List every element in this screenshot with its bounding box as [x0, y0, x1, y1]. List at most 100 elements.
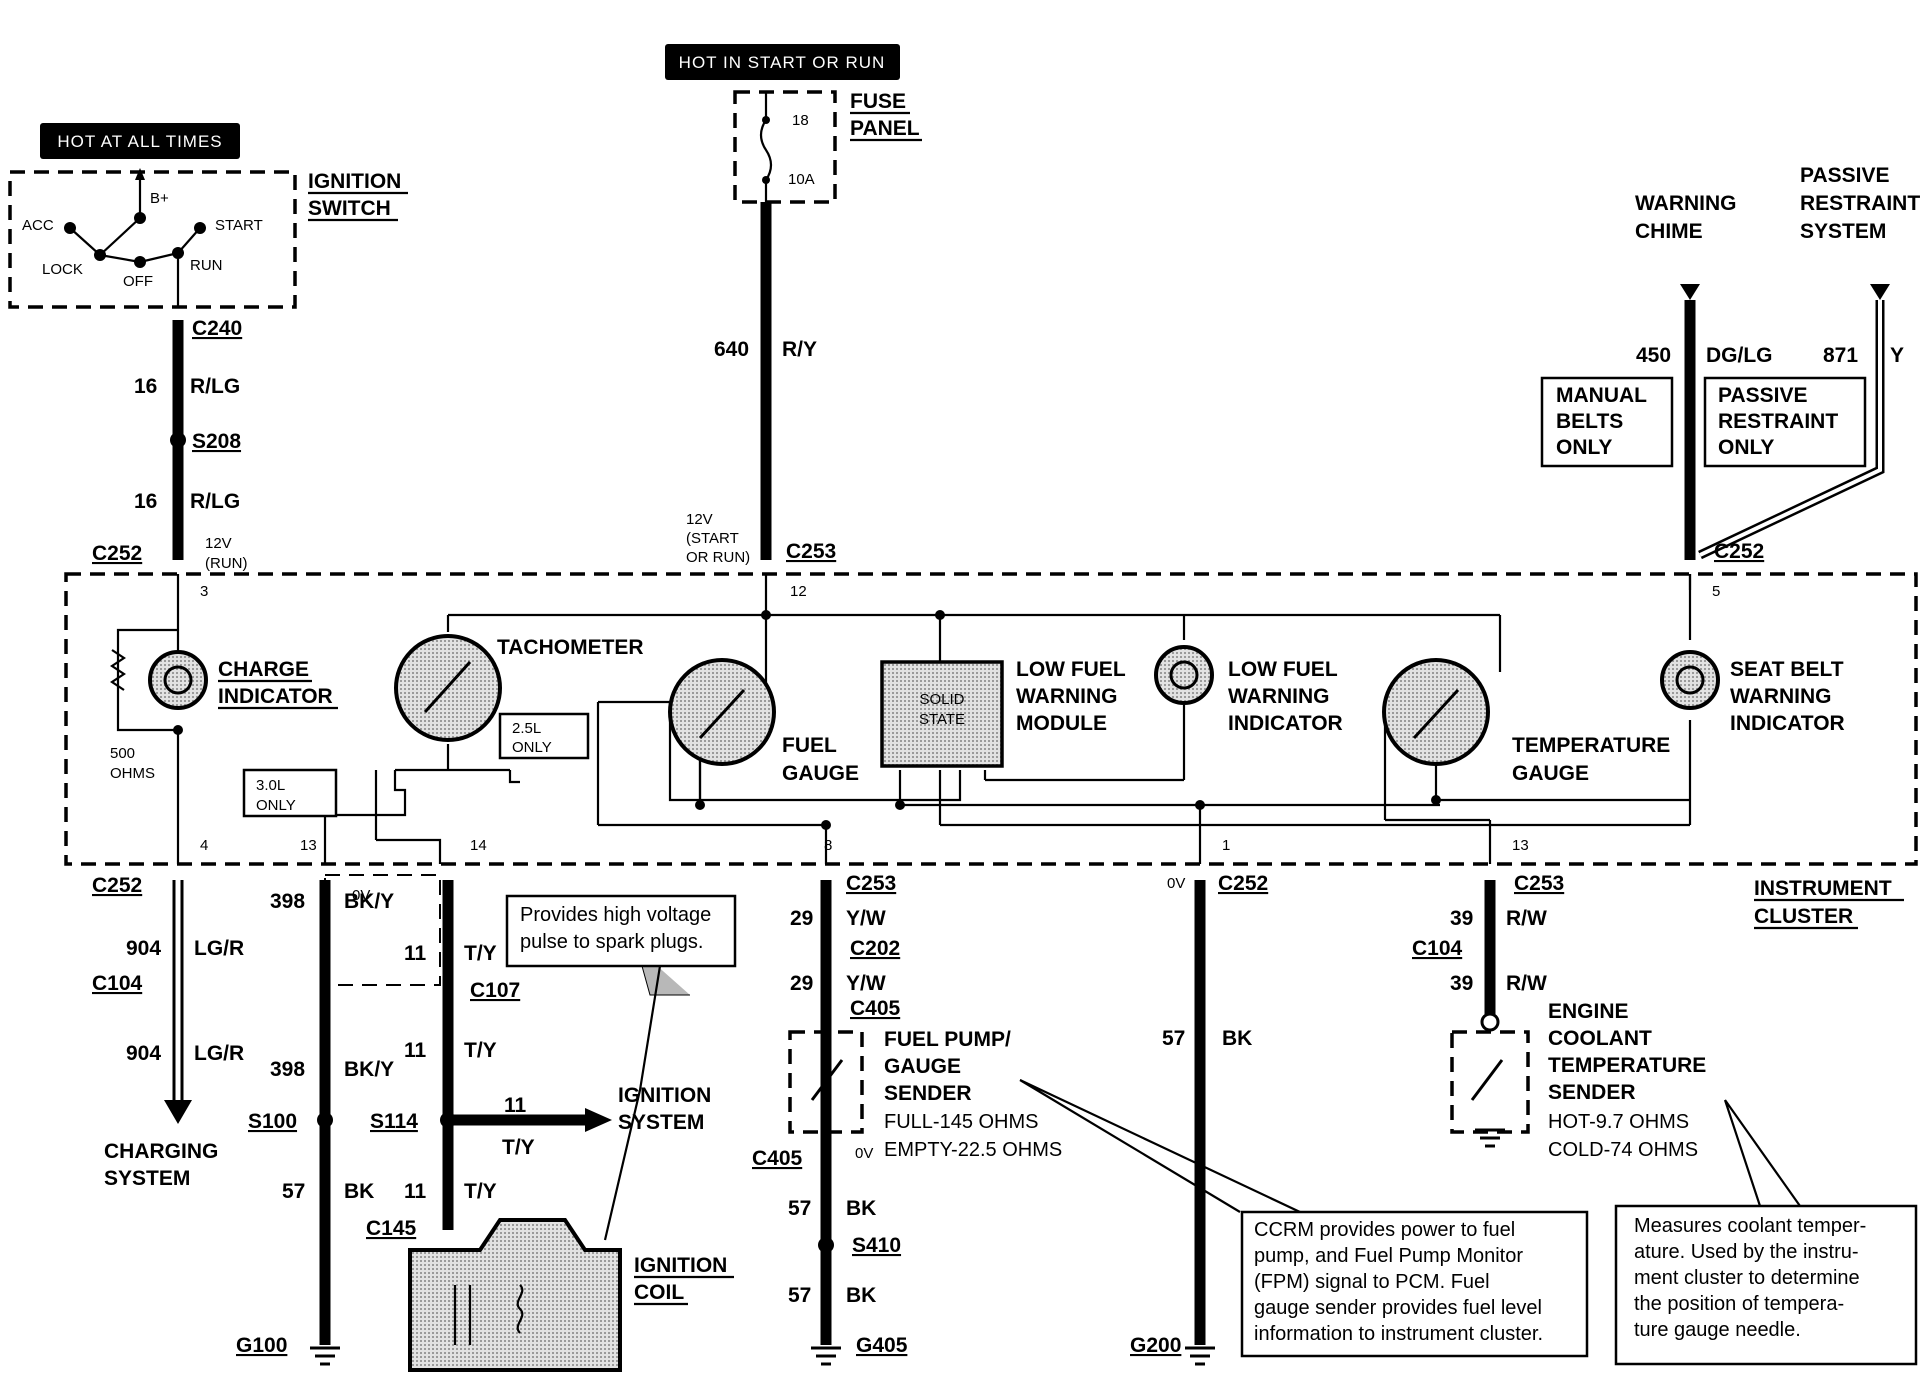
coolant-note-line-1: Measures coolant temper- [1634, 1215, 1866, 1237]
only-30l-2: ONLY [256, 797, 296, 814]
lowfuel-indicator-3: INDICATOR [1228, 712, 1343, 735]
chime-terminal-icon [1680, 284, 1700, 300]
ground-g200: G200 [1130, 1334, 1181, 1357]
charging-system-label-2: SYSTEM [104, 1167, 190, 1190]
ground-g405: G405 [856, 1334, 908, 1357]
zero-v-398: 0V [352, 887, 370, 904]
switch-off-label: OFF [123, 273, 153, 290]
fuse-number: 18 [792, 112, 809, 129]
terminal-icon [1480, 1012, 1500, 1032]
circuit-398-b: 398 [270, 1058, 305, 1081]
wire-color-ty-b: T/Y [464, 1039, 497, 1062]
switch-run-label: RUN [190, 257, 223, 274]
seatbelt-label-1: SEAT BELT [1730, 658, 1844, 681]
ignition-coil-title: IGNITION [634, 1254, 727, 1277]
wire-color-bk-d: BK [1222, 1027, 1252, 1050]
pin-8: 8 [824, 837, 832, 854]
ground-g100: G100 [236, 1334, 287, 1357]
wire-color-rw-b: R/W [1506, 972, 1547, 995]
connector-c145: C145 [366, 1217, 417, 1240]
connector-c107: C107 [470, 979, 520, 1002]
coolant-note-line-3: ment cluster to determine [1634, 1267, 1860, 1289]
connector-c104-a: C104 [92, 972, 143, 995]
v12-start-3: OR RUN) [686, 549, 750, 566]
instrument-cluster [64, 572, 1918, 866]
fps-label-1: FUEL PUMP/ [884, 1028, 1011, 1051]
passive-title-1: PASSIVE [1800, 164, 1889, 187]
solid-state-2: STATE [919, 711, 965, 728]
hot-at-all-times-badge [40, 123, 240, 159]
coolant-note-line-4: the position of tempera- [1634, 1293, 1844, 1315]
wire-color-rlg-b: R/LG [190, 490, 240, 513]
ignition-system-label-2: SYSTEM [618, 1111, 704, 1134]
pin-5: 5 [1712, 583, 1720, 600]
lowfuel-indicator-2: WARNING [1228, 685, 1330, 708]
connector-c240: C240 [192, 317, 242, 340]
splice-s100-icon [317, 1112, 333, 1128]
charge-indicator-label: CHARGE [218, 658, 309, 681]
hot-in-start-badge [665, 44, 900, 80]
resistor-ohms-2: OHMS [110, 765, 155, 782]
manual-belts-3: ONLY [1556, 436, 1612, 459]
fuse-panel-title: FUSE [850, 90, 906, 113]
splice-s114-icon [440, 1112, 456, 1128]
ect-label-2: COOLANT [1548, 1027, 1652, 1050]
pin-14: 14 [470, 837, 487, 854]
wire-color-bk-c: BK [846, 1284, 876, 1307]
zero-v-c252: 0V [1167, 875, 1185, 892]
ect-label-1: ENGINE [1548, 1000, 1629, 1023]
circuit-57-b: 57 [788, 1197, 811, 1220]
ignition-switch-title: IGNITION [308, 170, 401, 193]
warning-chime-title: WARNING [1635, 192, 1737, 215]
fps-label-3: SENDER [884, 1082, 972, 1105]
fps-label-2: GAUGE [884, 1055, 961, 1078]
wire-color-rw-a: R/W [1506, 907, 1547, 930]
ignition-switch: HOT AT ALL TIMES IGNITION SWITCH B+ ACC … [8, 123, 408, 309]
connector-c252-c: C252 [92, 874, 142, 897]
circuit-871: 871 [1823, 344, 1858, 367]
wire-color-bky-a: BK/Y [344, 890, 394, 913]
ccrm-note: CCRM provides power to fuel pump, and Fu… [1019, 1079, 1589, 1358]
switch-start-label: START [215, 217, 263, 234]
only-30l-box [242, 768, 338, 818]
pin-4: 4 [200, 837, 208, 854]
only-25l-2: ONLY [512, 739, 552, 756]
connector-c405-b: C405 [752, 1147, 803, 1170]
switch-acc-label: ACC [22, 217, 54, 234]
circuit-39-a: 39 [1450, 907, 1473, 930]
circuit-904-a: 904 [126, 937, 161, 960]
circuit-11-a: 11 [404, 942, 427, 965]
ect-label-3: TEMPERATURE [1548, 1054, 1706, 1077]
connector-c202: C202 [850, 937, 900, 960]
fuse-amperage: 10A [788, 171, 815, 188]
passive-only-3: ONLY [1718, 436, 1774, 459]
lowfuel-indicator-1: LOW FUEL [1228, 658, 1338, 681]
connector-c253-b: C253 [846, 872, 896, 895]
ccrm-note-line-4: gauge sender provides fuel level [1254, 1297, 1542, 1319]
lowfuel-module-3: MODULE [1016, 712, 1107, 735]
circuit-398-a: 398 [270, 890, 305, 913]
wire-color-lgr-a: LG/R [194, 937, 244, 960]
ccrm-note-line-1: CCRM provides power to fuel [1254, 1219, 1515, 1241]
wire-color-ty-d: T/Y [464, 1180, 497, 1203]
ect-label-4: SENDER [1548, 1081, 1636, 1104]
circuit-16-b: 16 [134, 490, 157, 513]
circuit-39-b: 39 [1450, 972, 1473, 995]
circuit-57-c: 57 [788, 1284, 811, 1307]
v12-start-1: 12V [686, 511, 713, 528]
passive-restraint-only-box [1703, 376, 1867, 468]
pin-12: 12 [790, 583, 807, 600]
coolant-note: Measures coolant temper- ature. Used by … [1614, 1099, 1918, 1366]
ccrm-note-line-5: information to instrument cluster. [1254, 1323, 1543, 1345]
seat-belt-warning-indicator: SEAT BELT WARNING INDICATOR [1660, 650, 1845, 735]
ground-icons [310, 1128, 1505, 1366]
passive-title-3: SYSTEM [1800, 220, 1886, 243]
splice-s114: S114 [370, 1110, 418, 1133]
circuit-450: 450 [1636, 344, 1671, 367]
wire-color-lgr-b: LG/R [194, 1042, 244, 1065]
connector-c253-a: C253 [786, 540, 836, 563]
hot-in-start-label: HOT IN START OR RUN [679, 53, 886, 72]
connector-c253-c: C253 [1514, 872, 1564, 895]
splice-s410-icon [818, 1237, 834, 1253]
wire-color-dglg: DG/LG [1706, 344, 1773, 367]
